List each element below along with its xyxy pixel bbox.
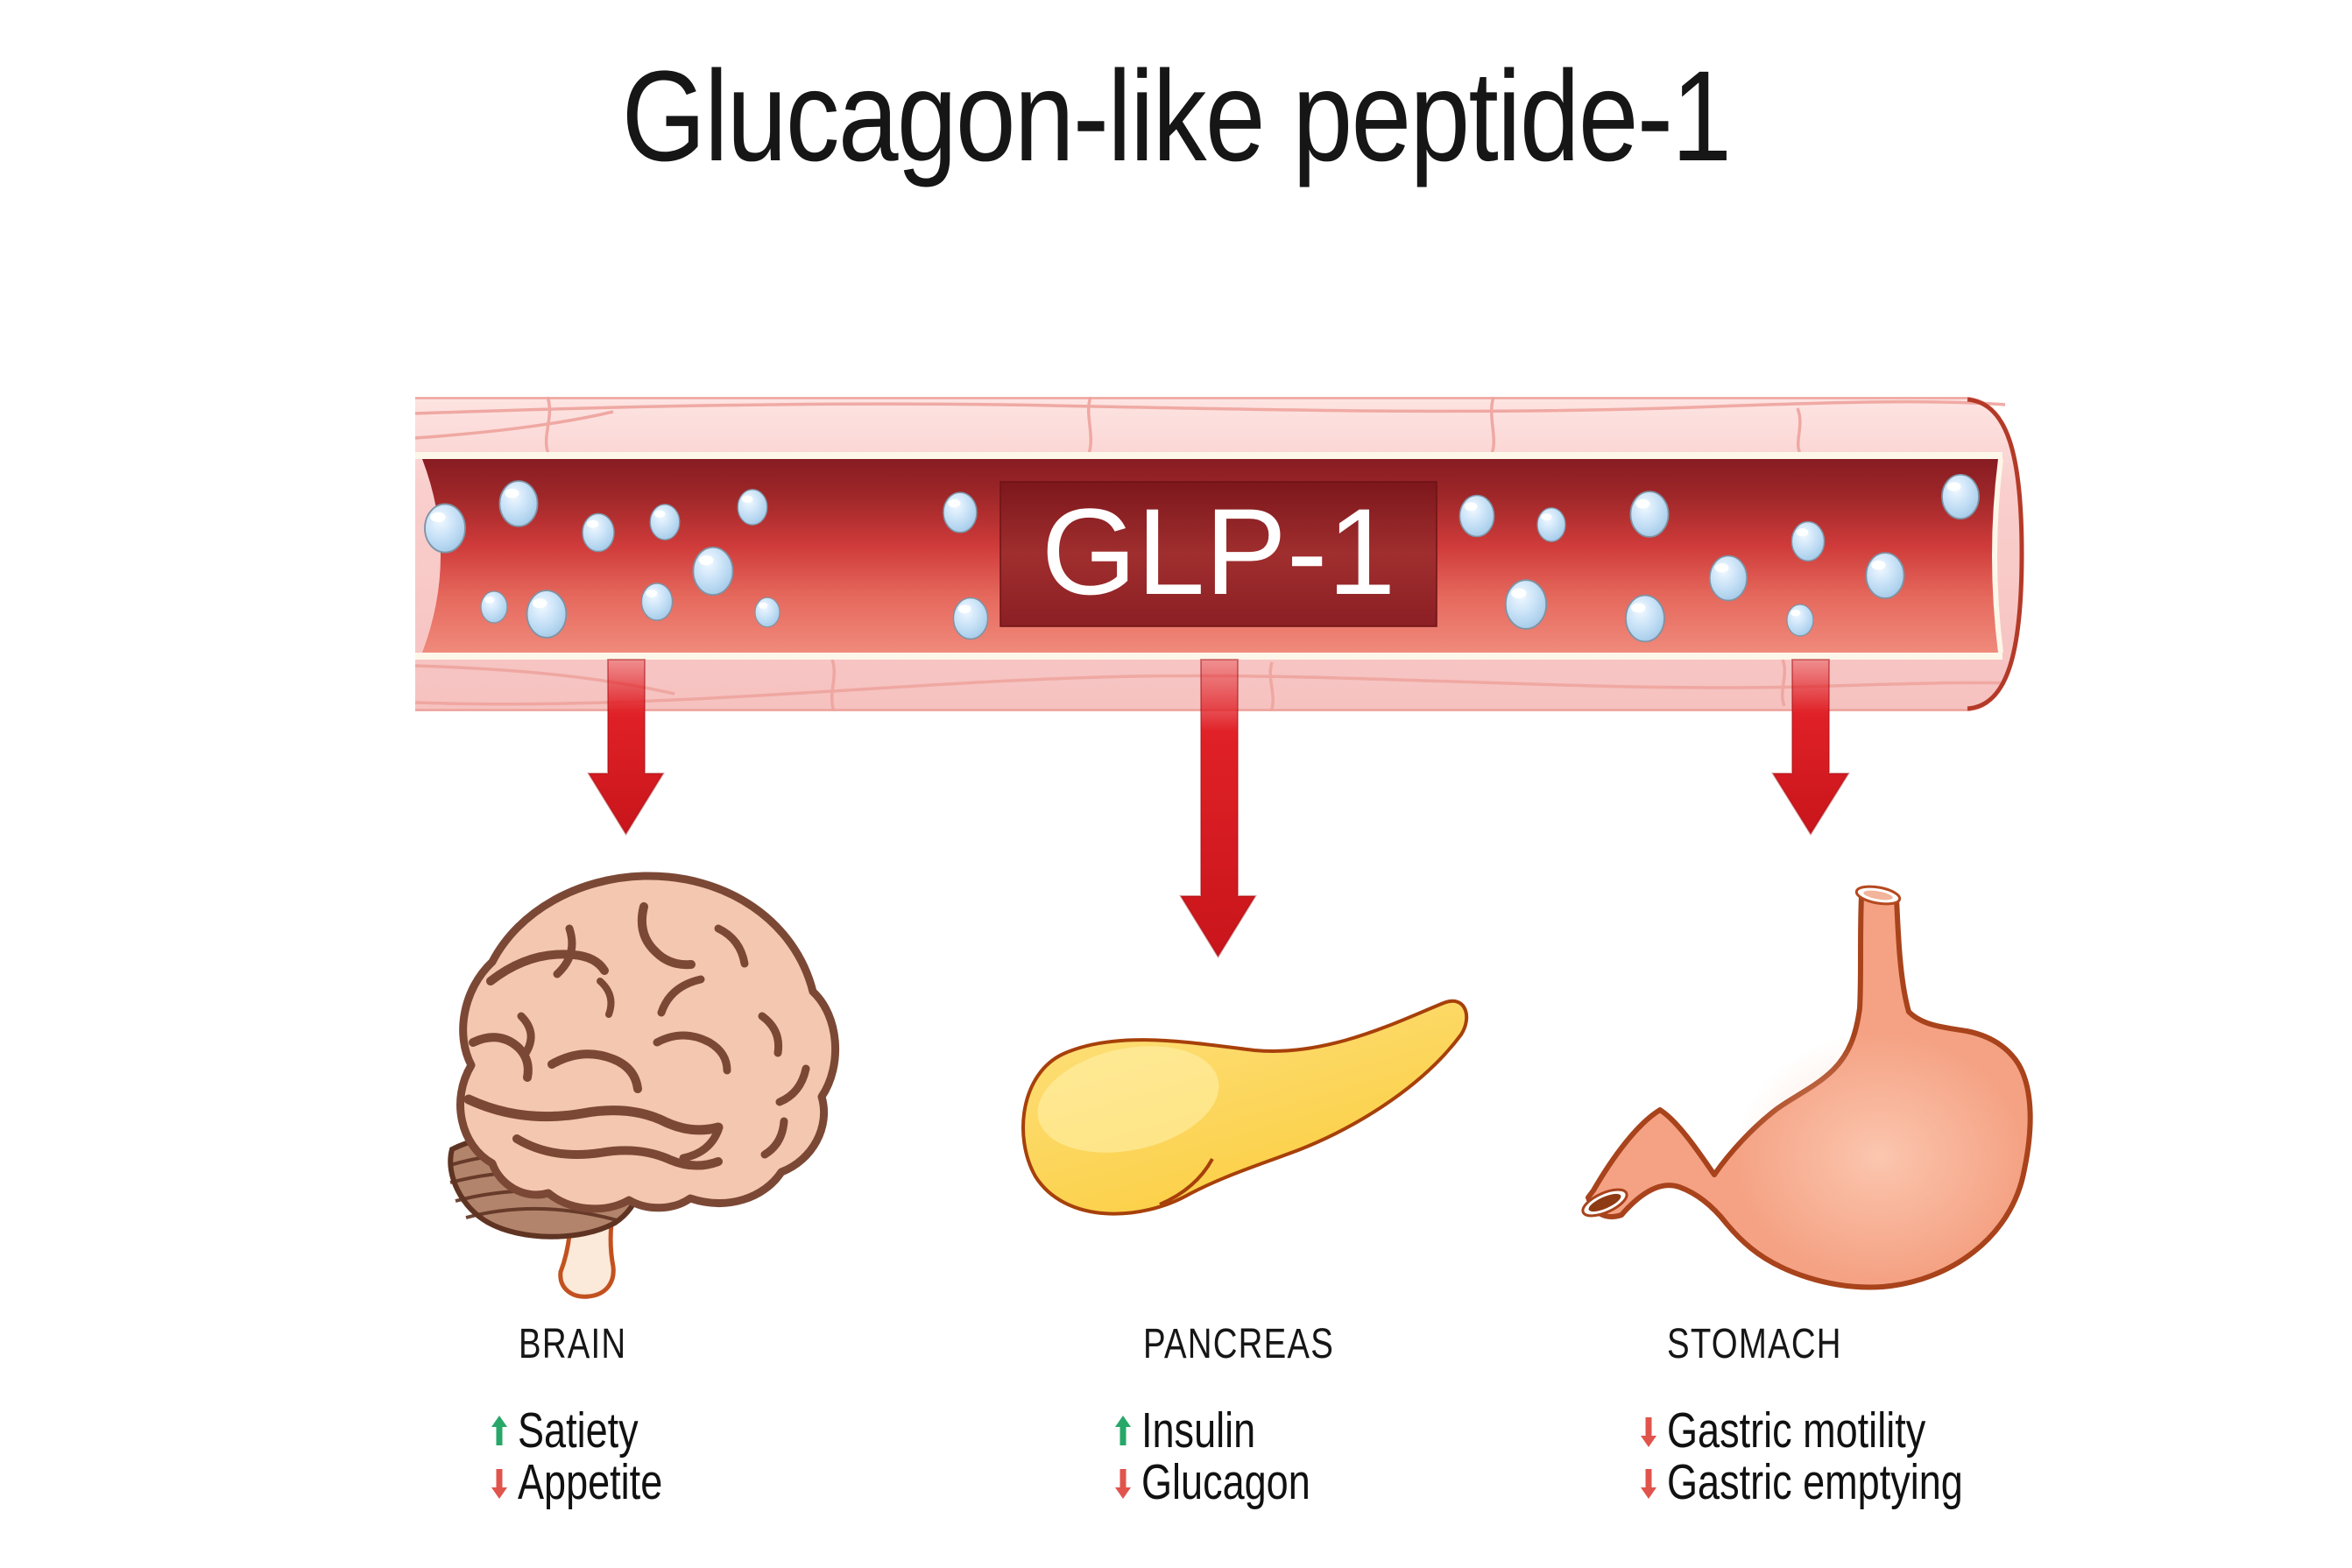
effect-text: Insulin [1141,1402,1256,1459]
pancreas-effects: Insulin Glucagon [1115,1405,1355,1508]
vessel-wall-cell-pattern-top [415,397,2005,454]
cerebrum [456,872,840,1213]
glp1-molecule-icon [952,597,989,640]
glp1-molecule-icon [943,491,978,533]
down-arrow-icon [491,1467,507,1499]
glp1-molecule-icon [754,597,780,628]
effect-text: Satiety [518,1402,639,1459]
effect-text: Glucagon [1141,1454,1310,1510]
glp1-molecule-icon [1629,491,1670,538]
vessel-wall-cell-pattern-bottom [415,660,2005,711]
glp1-molecule-icon [1941,473,1980,520]
vessel-lumen-right-lining [1992,458,2003,653]
glp1-molecule-icon [1786,604,1814,637]
organ-label-pancreas: PANCREAS [1143,1321,1335,1367]
up-arrow-icon [1115,1416,1131,1447]
down-arrow-icon [1641,1416,1656,1447]
down-arrow-icon [1641,1467,1656,1499]
glp1-molecule-icon [692,546,734,597]
esophagus-opening [1854,885,1902,906]
down-arrow-icon [1115,1467,1131,1499]
glp1-molecule-icon [1625,594,1665,643]
effect-row: Appetite [491,1457,701,1508]
glp1-molecule-icon [1865,552,1905,599]
effect-row: Insulin [1115,1405,1355,1457]
effect-row: Glucagon [1115,1457,1355,1508]
vessel-lining-bottom [415,653,2002,660]
release-arrow-to-pancreas-icon [1179,659,1257,958]
glp1-molecule-icon [424,503,466,554]
page-title: Glucagon-like peptide-1 [621,45,1732,188]
glp1-molecule-icon [640,583,674,621]
up-arrow-icon [491,1416,507,1447]
organ-label-brain: BRAIN [519,1321,627,1367]
stomach-effects: Gastric motility Gastric emptying [1641,1405,2042,1508]
brain-effects: Satiety Appetite [491,1405,701,1508]
organ-label-stomach: STOMACH [1667,1321,1842,1367]
effect-text: Gastric emptying [1667,1454,1963,1510]
glp1-label-box: GLP-1 [999,481,1437,627]
glp1-molecule-icon [1708,554,1748,602]
glp1-molecule-icon [1504,579,1548,630]
brain-sulci [463,902,810,1170]
pancreas-illustration [1021,999,1469,1216]
glp1-molecule-icon [737,489,768,526]
effect-text: Gastric motility [1667,1402,1926,1459]
glp1-molecule-icon [1536,507,1566,542]
brain-illustration [448,872,840,1299]
effect-text: Appetite [518,1454,663,1510]
glp1-label: GLP-1 [1042,483,1396,620]
effect-row: Gastric motility [1641,1405,2042,1457]
stomach-illustration [1581,885,2033,1290]
glp1-molecule-icon [498,480,539,527]
stomach-highlight [1734,1034,2024,1279]
glp1-molecule-icon [1459,494,1495,538]
glp1-release-arrows [587,659,1850,958]
vessel-cap-outline [1967,397,2024,711]
glp1-molecule-icon [480,590,508,624]
pancreas-highlight [1037,1046,1219,1153]
release-arrow-to-stomach-icon [1771,659,1850,836]
glp1-molecule-icon [582,512,615,553]
vessel-lining-top [415,452,2002,459]
glp1-molecule-icon [1790,520,1826,562]
release-arrow-to-brain-icon [587,659,665,836]
duodenum-opening [1581,1188,1628,1218]
effect-row: Gastric emptying [1641,1457,2042,1508]
glp1-molecule-icon [526,590,568,639]
effect-row: Satiety [491,1405,701,1457]
glp1-molecule-icon [649,504,681,540]
pancreas-notch [1159,1158,1214,1206]
